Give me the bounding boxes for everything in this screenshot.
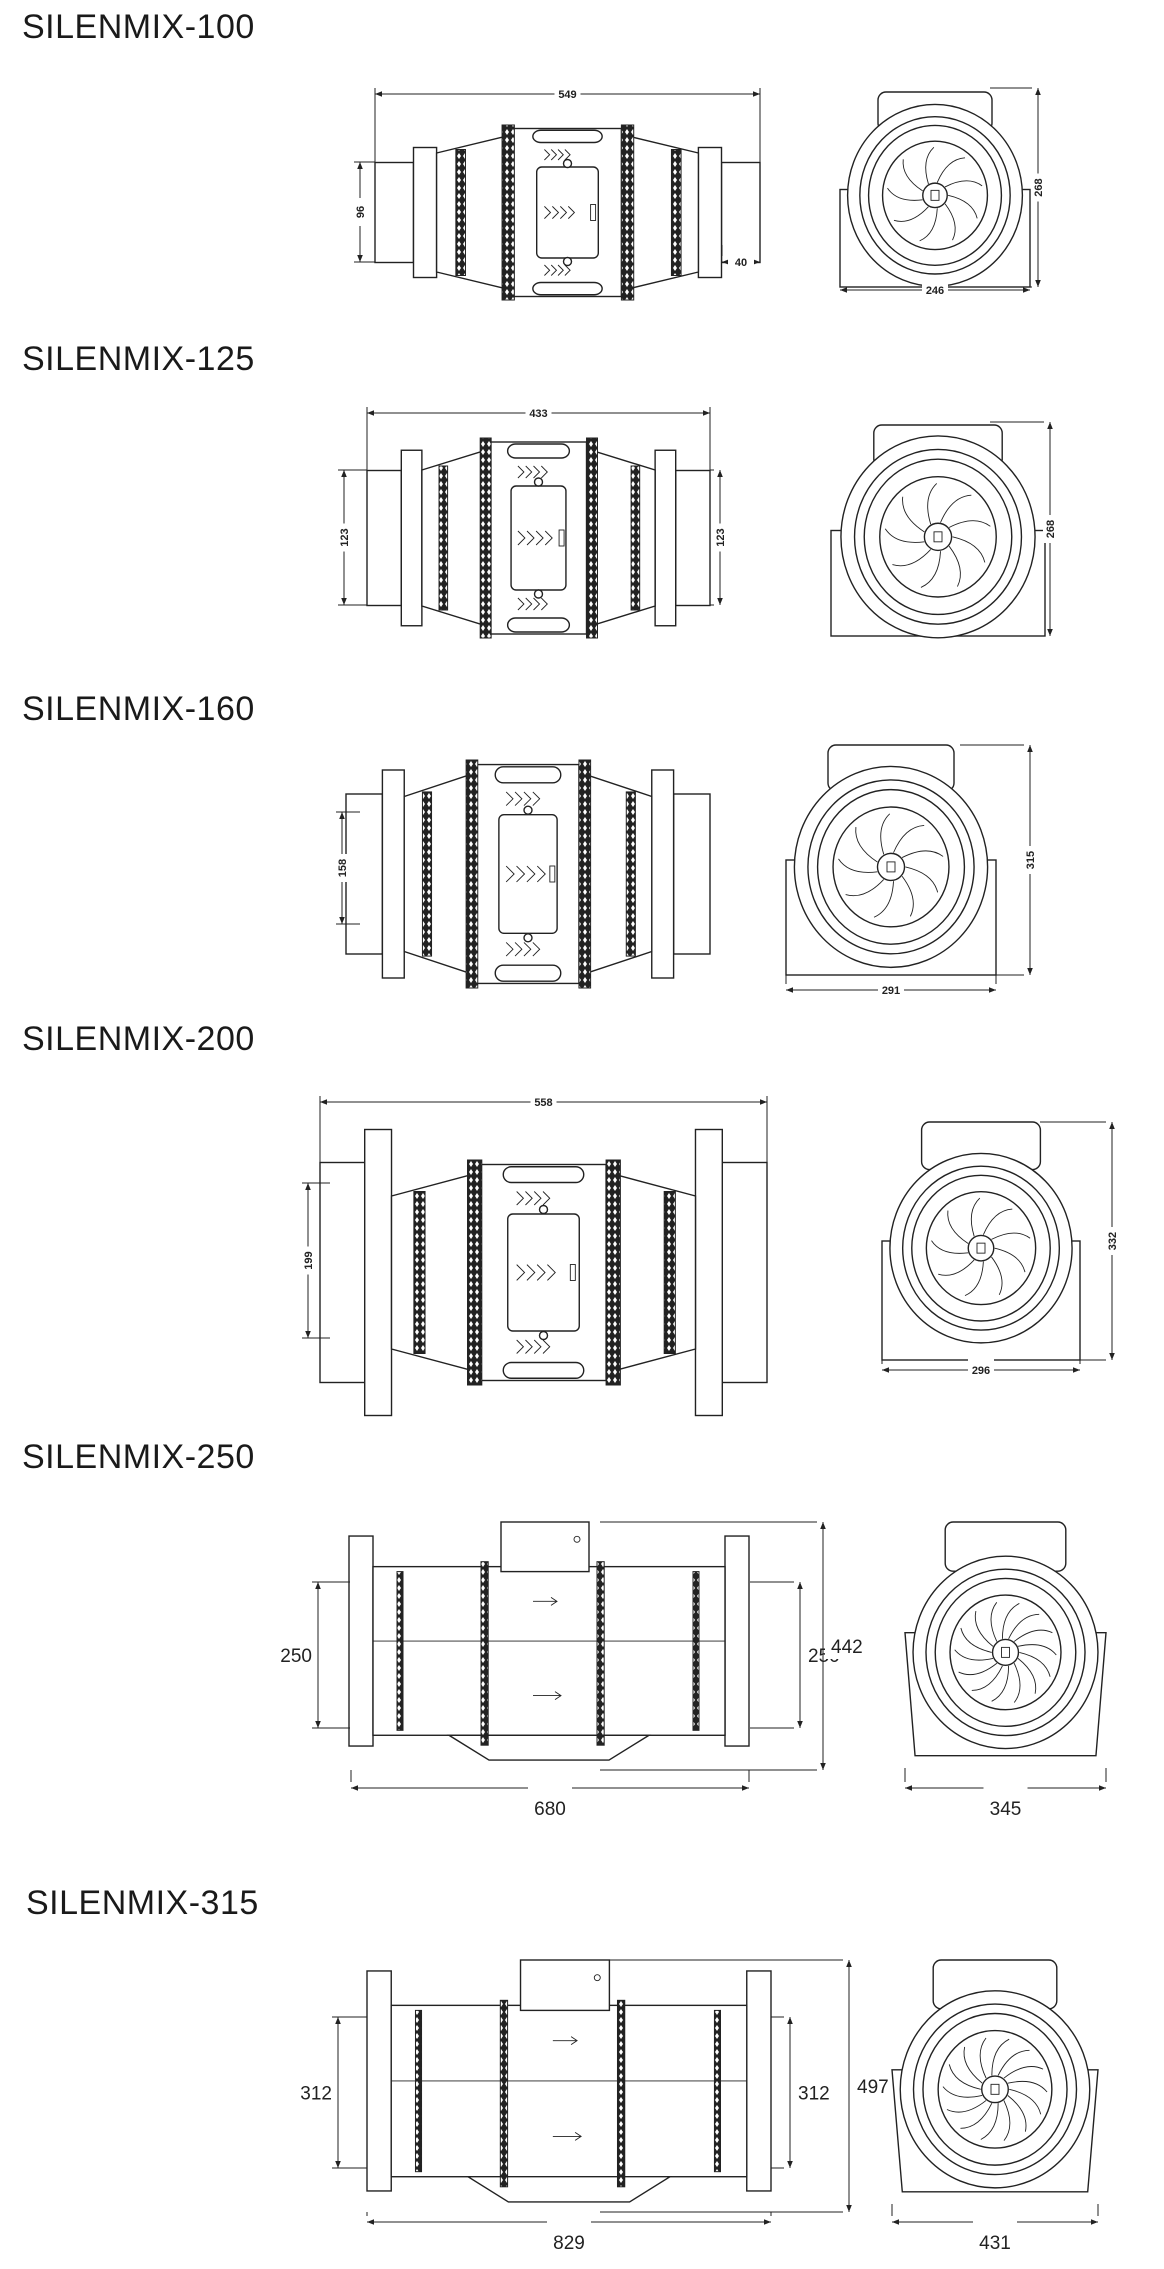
dimension-width: 296 (881, 1358, 1081, 1382)
front-view-silenmix-315 (891, 1959, 1099, 2193)
dimension-label: 268 (1045, 520, 1057, 538)
dimension-label: 345 (990, 1799, 1022, 1820)
dimension-height: 315 (960, 744, 1037, 976)
dimension-label: 315 (1025, 851, 1037, 869)
side-view-silenmix-125 (366, 437, 711, 639)
front-view-silenmix-160 (785, 744, 997, 976)
dimension-width: 246 (839, 278, 1031, 302)
dimension-label: 291 (882, 985, 900, 997)
dimension-label: 312 (798, 2084, 830, 2105)
section-silenmix-100: 549 96 40 268 246 (353, 82, 1045, 302)
dimension-height: 268 (990, 421, 1057, 637)
side-view-silenmix-250 (348, 1521, 750, 1761)
front-view-silenmix-125 (830, 424, 1046, 639)
dimension-label: 431 (979, 2233, 1011, 2254)
dimension-width: 291 (785, 975, 997, 1002)
dimension-label: 680 (534, 1799, 566, 1820)
dimension-length: 433 (366, 401, 711, 520)
dimension-length: 558 (319, 1090, 768, 1210)
dimension-label: 829 (553, 2233, 585, 2254)
dimension-label: 96 (355, 206, 367, 218)
model-title-silenmix-200: SILENMIX-200 (22, 1020, 255, 1058)
dimension-label: 558 (534, 1097, 552, 1109)
section-silenmix-200: 558 199 332 296 (301, 1090, 1119, 1417)
dimension-spigot: 40 (721, 245, 761, 274)
side-view-silenmix-315 (366, 1959, 772, 2203)
dimension-label: 442 (831, 1637, 863, 1658)
section-silenmix-125: 433 123 123 268 (337, 401, 1057, 639)
model-title-silenmix-315: SILENMIX-315 (26, 1884, 259, 1922)
model-title-silenmix-160: SILENMIX-160 (22, 690, 255, 728)
dimension-length: 549 (374, 82, 761, 162)
dimension-label: 332 (1107, 1232, 1119, 1250)
dimension-label: 549 (558, 89, 576, 101)
dimension-duct_in: 123 (337, 469, 367, 606)
dimension-label: 268 (1033, 178, 1045, 196)
dimension-duct_in: 312 (294, 2016, 367, 2169)
dimension-label: 123 (715, 528, 727, 546)
dimension-label: 250 (280, 1646, 312, 1667)
dimension-height: 442 (600, 1521, 867, 1771)
section-silenmix-315: 312 312 497 829 431 (294, 1959, 1099, 2254)
front-view-silenmix-100 (839, 91, 1031, 288)
dimension-label: 199 (303, 1251, 315, 1269)
dimension-height: 332 (1040, 1121, 1119, 1361)
dimension-label: 497 (857, 2077, 889, 2098)
model-title-silenmix-100: SILENMIX-100 (22, 8, 255, 46)
dimension-duct_in: 250 (274, 1581, 350, 1729)
dimension-label: 158 (337, 859, 349, 877)
dimension-width: 431 (891, 2204, 1099, 2254)
dimension-duct: 96 (353, 161, 375, 263)
dimension-label: 246 (926, 285, 944, 297)
dimension-duct: 199 (301, 1182, 330, 1339)
dimension-length: 829 (366, 2210, 772, 2254)
dimension-duct_out: 312 (771, 2016, 834, 2169)
side-view-silenmix-160 (345, 759, 711, 989)
dimension-length: 680 (350, 1770, 750, 1820)
front-view-silenmix-250 (904, 1521, 1107, 1757)
dimension-duct: 158 (335, 811, 360, 925)
model-title-silenmix-125: SILENMIX-125 (22, 340, 255, 378)
dimension-width: 345 (904, 1768, 1107, 1820)
section-silenmix-160: 158 315 291 (335, 744, 1037, 1002)
dimension-label: 123 (339, 528, 351, 546)
dimension-height: 268 (990, 87, 1045, 288)
dimension-label: 40 (735, 257, 747, 269)
dimension-label: 312 (300, 2084, 332, 2105)
dimension-duct_out: 123 (710, 469, 727, 606)
model-title-silenmix-250: SILENMIX-250 (22, 1438, 255, 1476)
front-view-silenmix-200 (881, 1121, 1081, 1361)
dimension-label: 296 (972, 1365, 990, 1377)
dimension-label: 433 (529, 408, 547, 420)
dimension-height: 497 (600, 1959, 893, 2213)
side-view-silenmix-100 (374, 124, 761, 301)
side-view-silenmix-200 (319, 1128, 768, 1417)
